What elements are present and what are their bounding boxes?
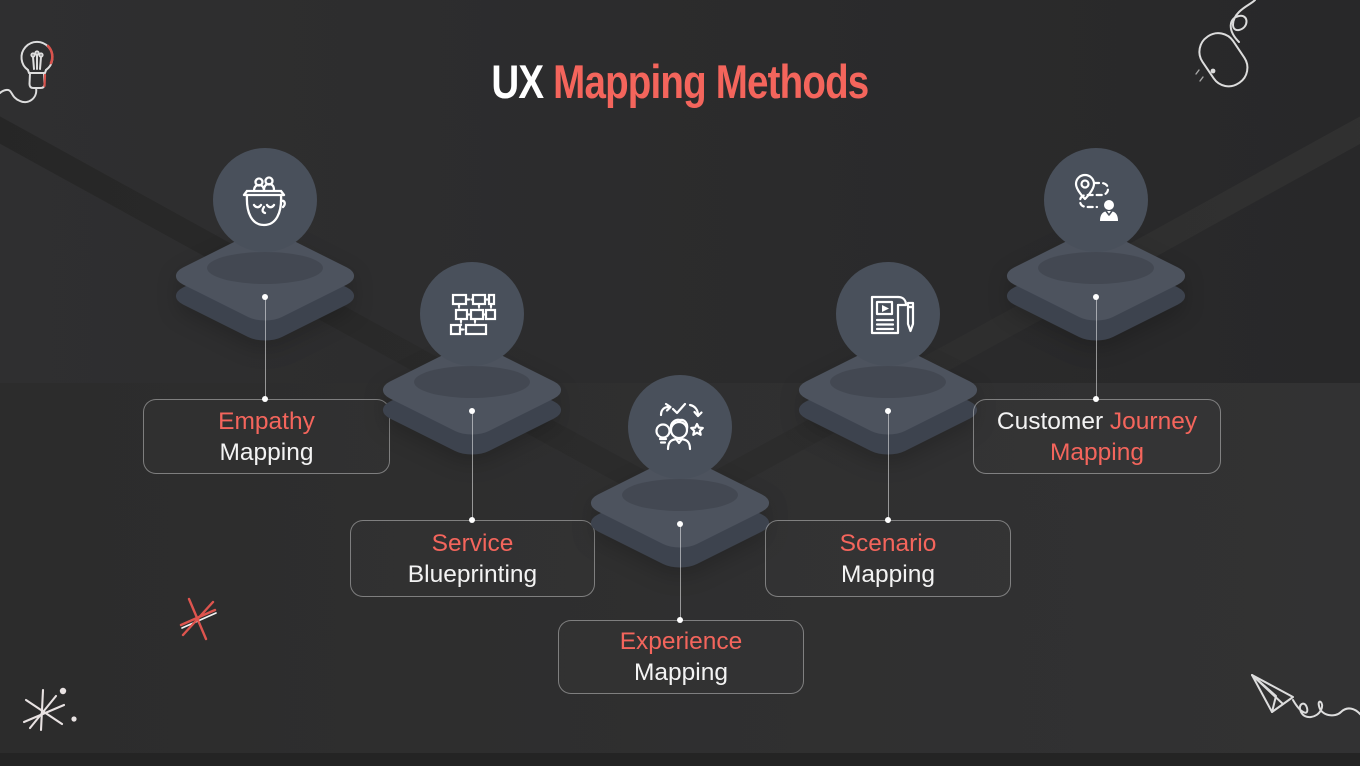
label-card-customer-journey-mapping: Customer Journey Mapping [973, 399, 1221, 474]
connector-dot [262, 294, 268, 300]
title-prefix: UX [491, 55, 544, 108]
connector-dot [677, 617, 683, 623]
scenario-document-icon [870, 295, 915, 335]
icon-circle [836, 262, 940, 366]
lightbulb-doodle-icon [0, 40, 54, 104]
card-line-1: Empathy [218, 407, 315, 435]
red-asterisk-doodle-icon [179, 597, 217, 641]
mouse-doodle-icon [1195, 0, 1256, 88]
sparkle-doodle-icon [22, 687, 77, 732]
service-blueprint-icon [449, 293, 497, 336]
card-line-2: Blueprinting [407, 560, 538, 588]
empathy-head-icon [242, 176, 286, 227]
connector-dot [1093, 294, 1099, 300]
experience-person-icon [655, 402, 704, 451]
label-card-experience-mapping: Experience Mapping [558, 620, 804, 694]
card-line-1: Experience [619, 628, 743, 655]
icon-circle [628, 375, 732, 479]
label-card-service-blueprinting: Service Blueprinting [350, 520, 595, 597]
card-line-1: Customer Journey [996, 407, 1198, 435]
connector-line [472, 411, 473, 520]
connector-line [888, 411, 889, 520]
connector-dot [469, 408, 475, 414]
connector-dot [885, 408, 891, 414]
label-card-empathy-mapping: Empathy Mapping [143, 399, 390, 474]
paper-plane-doodle-icon [1251, 674, 1360, 718]
bottom-edge-strip [0, 753, 1360, 766]
connector-line [265, 297, 266, 399]
connector-dot [1093, 396, 1099, 402]
icon-circle [213, 148, 317, 252]
journey-route-icon [1074, 173, 1118, 221]
connector-dot [885, 517, 891, 523]
card-line-2: Mapping [841, 560, 935, 588]
isometric-platform [1006, 231, 1186, 341]
label-card-scenario-mapping: Scenario Mapping [765, 520, 1011, 597]
title-accent: Mapping Methods [543, 55, 869, 108]
connector-dot [469, 517, 475, 523]
connector-line [1096, 297, 1097, 399]
card-line-2: Mapping [219, 438, 314, 466]
card-line-2: Mapping [634, 659, 728, 686]
icon-circle [420, 262, 524, 366]
connector-dot [262, 396, 268, 402]
icon-circle [1044, 148, 1148, 252]
card-line-1: Scenario [839, 529, 937, 557]
isometric-platform [175, 231, 355, 341]
page-title: UX Mapping Methods [0, 54, 1360, 109]
card-line-1: Service [431, 529, 514, 557]
card-line-2: Mapping [1050, 438, 1144, 466]
connector-dot [677, 521, 683, 527]
connector-line [680, 524, 681, 620]
